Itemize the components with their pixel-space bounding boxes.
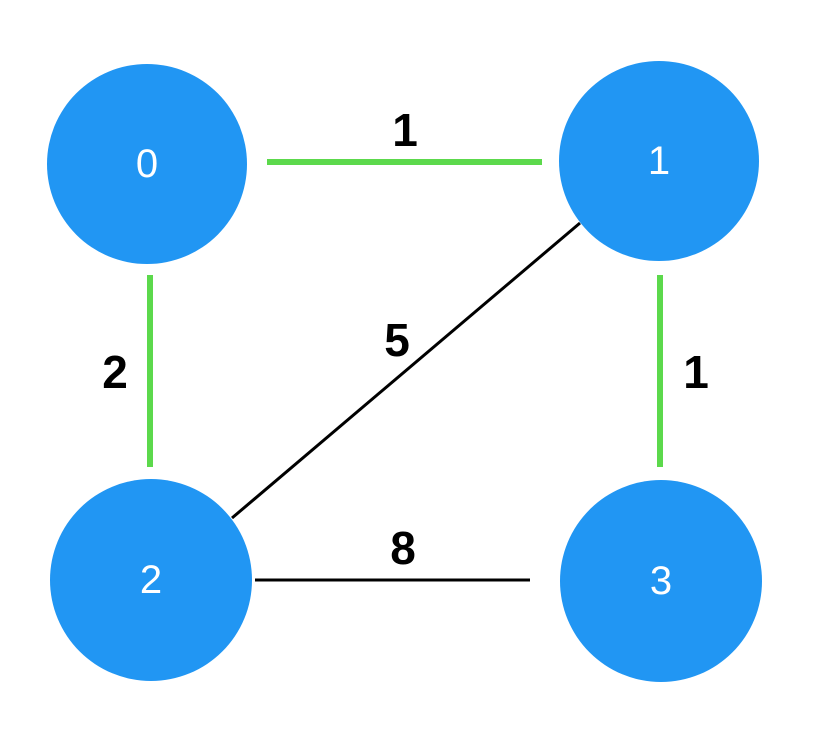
node-3[interactable]: 3 bbox=[560, 480, 762, 682]
edge-layer bbox=[147, 159, 663, 582]
edge-weight-layer: 1 2 1 5 8 bbox=[102, 104, 709, 574]
edge-2-1[interactable] bbox=[231, 221, 581, 520]
edge-weight-0-2: 2 bbox=[102, 346, 128, 398]
node-0-circle[interactable] bbox=[47, 64, 247, 264]
edge-weight-0-1: 1 bbox=[392, 104, 418, 156]
node-0[interactable]: 0 bbox=[47, 64, 247, 264]
edge-weight-2-1: 5 bbox=[384, 314, 410, 366]
node-2-label: 2 bbox=[140, 558, 162, 602]
node-3-label: 3 bbox=[650, 559, 672, 603]
edge-weight-1-3: 1 bbox=[683, 346, 709, 398]
node-0-label: 0 bbox=[136, 142, 158, 186]
node-2-circle[interactable] bbox=[50, 479, 252, 681]
edge-weight-2-3: 8 bbox=[390, 522, 416, 574]
edge-2-1-line[interactable] bbox=[231, 221, 581, 520]
node-3-circle[interactable] bbox=[560, 480, 762, 682]
node-1-circle[interactable] bbox=[559, 61, 759, 261]
node-1[interactable]: 1 bbox=[559, 61, 759, 261]
node-1-label: 1 bbox=[648, 139, 670, 183]
node-2[interactable]: 2 bbox=[50, 479, 252, 681]
node-layer: 0 1 2 3 bbox=[47, 61, 762, 682]
